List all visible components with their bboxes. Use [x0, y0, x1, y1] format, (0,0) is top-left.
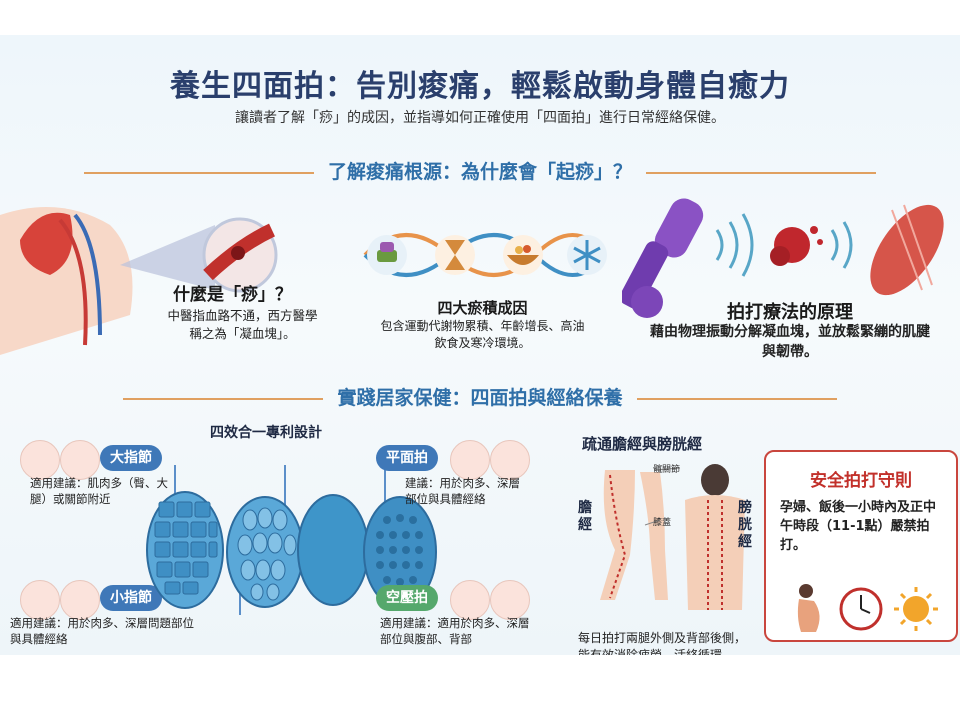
meridians-body: 每日拍打兩腿外側及背部後側，能有效消除疲勞、活絡循環。 [578, 631, 747, 655]
small-finger-advice: 適用建議：用於肉多、深層問題部位與具體經絡 [10, 616, 194, 647]
what-is-sha-body: 中醫指血路不通，西方醫學稱之為「凝血塊」。 [167, 308, 318, 342]
section-heading-practice: 實踐居家保健：四面拍與經絡保養 [0, 383, 960, 410]
meridians-title: 疏通膽經與膀胱經 [582, 435, 703, 453]
knee-icon [60, 440, 100, 480]
clock-icon [839, 587, 883, 631]
safety-icons [797, 584, 938, 632]
big-finger-advice: 適用建議：肌肉多（臀、大腿）或關節附近 [30, 476, 168, 507]
section-heading-causes-text: 了解痠痛根源：為什麼會「起痧」？ [327, 161, 632, 183]
pregnant-woman-icon [797, 584, 820, 632]
small-knuckle-face [226, 496, 304, 608]
four-causes-body: 包含運動代謝物累積、年齡增長、高油飲食及寒冷環境。 [380, 319, 585, 351]
safety-title: 安全拍打守則 [810, 471, 912, 491]
safety-box: 安全拍打守則 孕婦、飯後一小時內及正中午時段（11-1點）嚴禁拍打。 [764, 450, 958, 642]
flat-label: 平面拍 [376, 445, 438, 471]
bladder-meridian-label: 膀胱經 [738, 500, 752, 550]
principle-body: 藉由物理振動分解凝血塊，並放鬆緊繃的肌腱與韌帶。 [650, 324, 930, 361]
joint-icon [490, 440, 530, 480]
page-title: 養生四面拍：告別痠痛，輕鬆啟動身體自癒力 [170, 69, 790, 104]
head-icon [701, 464, 729, 496]
safety-body: 孕婦、飯後一小時內及正中午時段（11-1點）嚴禁拍打。 [780, 500, 937, 553]
heart-icon [20, 212, 73, 275]
tapping-paddle-icon [622, 198, 704, 318]
section-heading-causes: 了解痠痛根源：為什麼會「起痧」？ [0, 157, 960, 184]
air-pressure-advice: 適用建議：適用於肉多、深層部位與腹部、背部 [380, 616, 530, 647]
what-is-sha-title: 什麼是「痧」？ [173, 285, 292, 305]
big-finger-label: 大指節 [100, 445, 162, 471]
principle-title: 拍打療法的原理 [727, 302, 853, 323]
snowflake-icon [567, 235, 607, 275]
flat-advice: 建議：用於肉多、深層部位與具體經絡 [405, 476, 520, 507]
hip-joint-tag: 髖關節 [653, 465, 681, 475]
metabolic-waste-icon [367, 235, 407, 275]
hip-icon [60, 580, 100, 620]
meridians-illustration [600, 464, 745, 610]
air-pressure-face [363, 496, 437, 608]
shoulder-icon [450, 440, 490, 480]
back-icon [490, 580, 530, 620]
four-causes-title: 四大瘀積成因 [437, 299, 528, 317]
gallbladder-meridian-label: 膽經 [578, 500, 592, 533]
muscle-icon [870, 204, 944, 296]
design-title: 四效合一專利設計 [210, 425, 322, 441]
oily-food-icon [503, 235, 543, 275]
four-causes-strip [363, 233, 607, 277]
tapping-principle-illustration [622, 198, 944, 318]
vibration-waves-icon [715, 213, 754, 277]
leg-icon [20, 580, 60, 620]
hourglass-icon [435, 235, 475, 275]
big-knuckle-face [146, 491, 224, 609]
page-subtitle: 讓讀者了解「痧」的成因，並指導如何正確使用「四面拍」進行日常經絡保健。 [235, 110, 725, 126]
flat-face [297, 494, 369, 606]
paddle-faces [146, 465, 437, 615]
blood-clot-icon [770, 226, 823, 266]
buttocks-icon [20, 440, 60, 480]
body-heart-illustration [0, 207, 278, 355]
section-heading-practice-text: 實踐居家保健：四面拍與經絡保養 [337, 387, 623, 409]
air-pressure-label: 空壓拍 [376, 585, 438, 611]
abdomen-icon [450, 580, 490, 620]
knee-tag: 膝蓋 [653, 518, 672, 528]
small-finger-label: 小指節 [100, 585, 162, 611]
sun-icon [894, 587, 938, 631]
infographic-poster: 養生四面拍：告別痠痛，輕鬆啟動身體自癒力 讓讀者了解「痧」的成因，並指導如何正確… [0, 35, 960, 655]
